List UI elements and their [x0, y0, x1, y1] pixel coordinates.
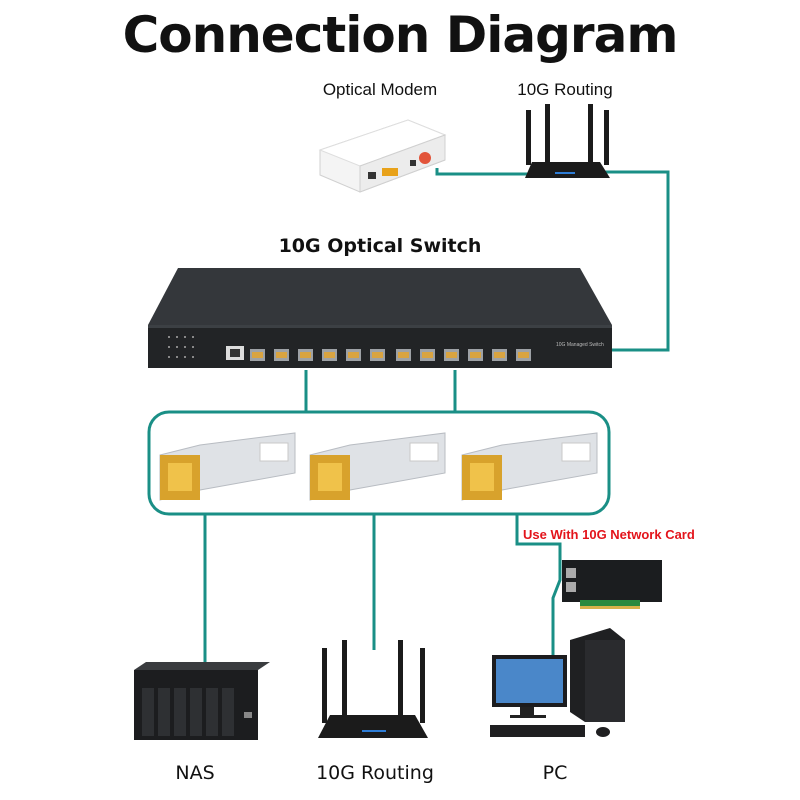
page-title: Connection Diagram — [122, 6, 679, 64]
nas-label: NAS — [175, 762, 215, 784]
switch-label: 10G Optical Switch — [278, 235, 482, 257]
top-router-label: 10G Routing — [517, 80, 613, 99]
optical-modem-label: Optical Modem — [322, 80, 438, 99]
bottom-router-label: 10G Routing — [316, 762, 434, 784]
switch-badge: 10G Managed Switch — [556, 342, 604, 348]
network-card-note: Use With 10G Network Card — [523, 527, 695, 542]
pc-label: PC — [542, 762, 568, 784]
